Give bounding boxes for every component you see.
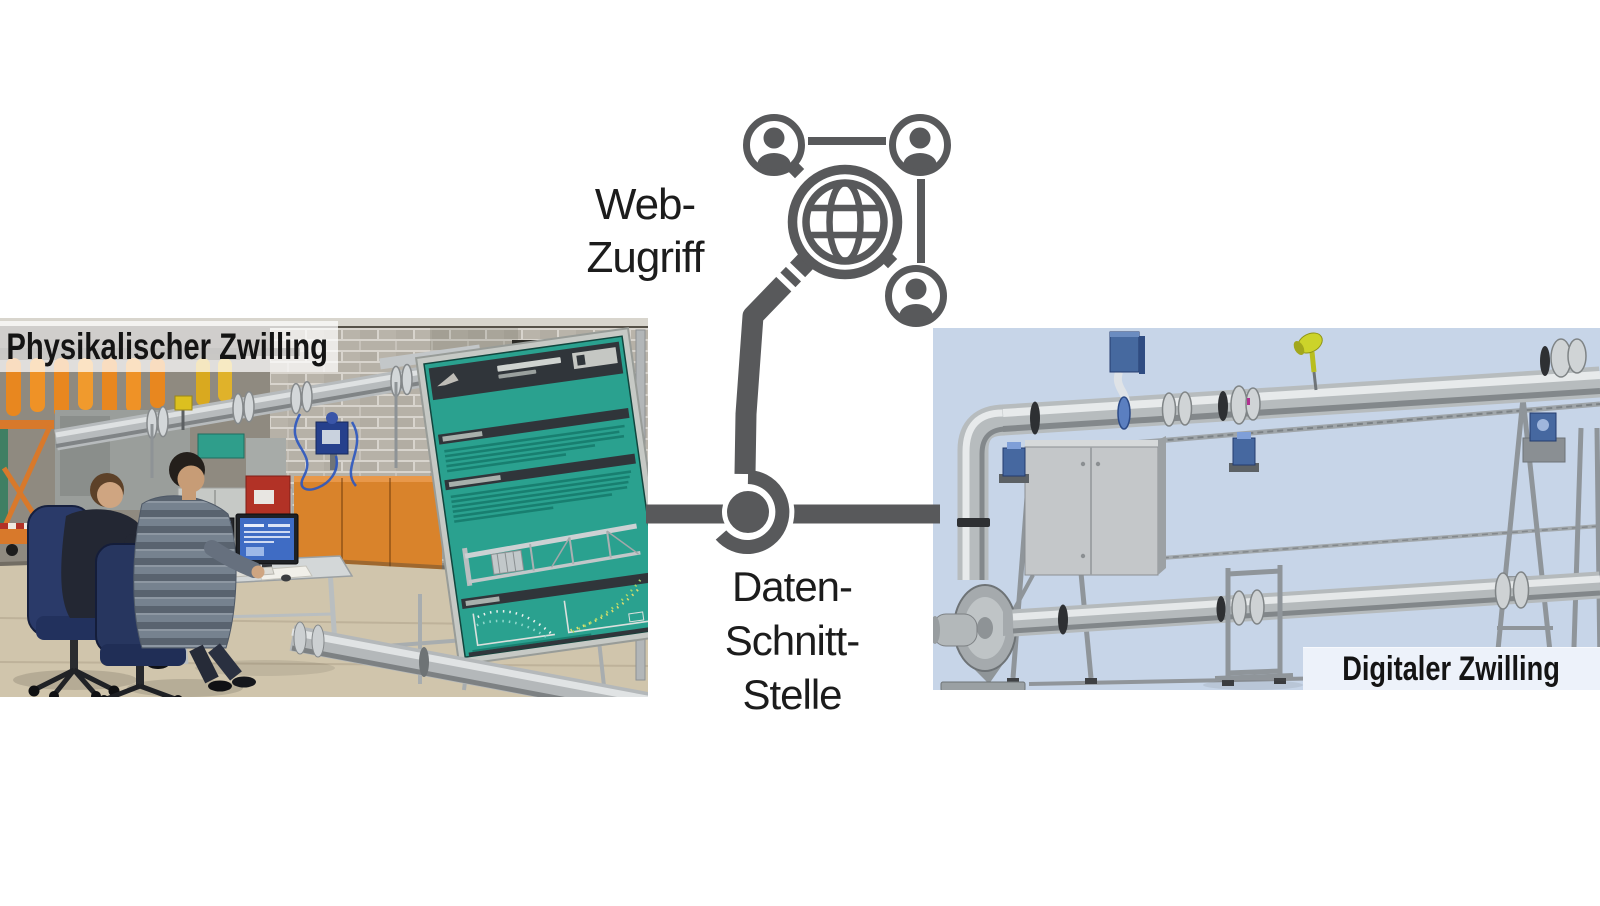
poster-board bbox=[414, 327, 648, 667]
blue-sensor-right bbox=[1522, 412, 1566, 463]
web-access-line-1: Web- bbox=[594, 180, 696, 229]
web-access-label: Web- Zugriff bbox=[535, 178, 755, 284]
flow-transmitter bbox=[293, 412, 359, 491]
cad-lower-pipe bbox=[1003, 571, 1600, 637]
physical-twin-label: Physikalischer Zwilling bbox=[0, 321, 338, 372]
data-interface-line-3: Stelle bbox=[742, 671, 842, 718]
link-dot-icon bbox=[785, 159, 805, 179]
digital-twin-label: Digitaler Zwilling bbox=[1303, 648, 1600, 690]
person-left-face bbox=[97, 482, 123, 508]
data-interface-line-2: Schnitt- bbox=[724, 617, 860, 664]
monitor-main bbox=[235, 513, 299, 578]
digital-twin-cad bbox=[933, 328, 1600, 690]
physical-twin-photo bbox=[0, 318, 648, 697]
digital-twin-label-text: Digitaler Zwilling bbox=[1342, 650, 1561, 688]
lower-pipe-flanges bbox=[1231, 571, 1530, 626]
pipe-flanges bbox=[146, 356, 461, 440]
user-icon-top-right bbox=[889, 114, 951, 176]
control-cabinet bbox=[1024, 436, 1166, 576]
web-access-line-2: Zugriff bbox=[586, 233, 705, 282]
poster-text-lines bbox=[444, 424, 625, 473]
data-interface-line-1: Daten- bbox=[731, 563, 853, 610]
physical-twin-label-text: Physikalischer Zwilling bbox=[6, 326, 328, 367]
blue-flow-sensor-top bbox=[1109, 331, 1145, 430]
cad-top-pipe bbox=[957, 338, 1600, 580]
lab-pipe bbox=[54, 344, 481, 491]
teal-machine bbox=[197, 433, 245, 459]
yellow-lab-sensor bbox=[174, 395, 193, 430]
link-dot-icon bbox=[878, 249, 898, 269]
top-pipe-flanges bbox=[1161, 338, 1587, 427]
poster-chart-right bbox=[563, 579, 648, 634]
user-icon-top-left bbox=[743, 114, 805, 176]
mid-pipe-stand bbox=[1214, 565, 1294, 686]
person-right bbox=[133, 452, 265, 692]
data-interface-label: Daten- Schnitt- Stelle bbox=[682, 560, 902, 722]
data-line-vertical bbox=[734, 246, 821, 475]
foreground-pipe bbox=[289, 621, 648, 697]
poster-chart-left bbox=[472, 610, 556, 647]
yellow-sensor bbox=[1293, 332, 1323, 391]
blue-sensor-mid bbox=[1229, 432, 1259, 472]
globe-icon bbox=[787, 164, 903, 280]
user-icon-bottom-right bbox=[885, 265, 947, 327]
network-icon bbox=[743, 114, 951, 327]
person-right-face bbox=[177, 465, 205, 493]
poster-header bbox=[428, 341, 624, 401]
data-interface-node-icon bbox=[711, 246, 821, 559]
poster-schematic bbox=[462, 523, 641, 587]
blue-sensor-left bbox=[999, 442, 1029, 483]
